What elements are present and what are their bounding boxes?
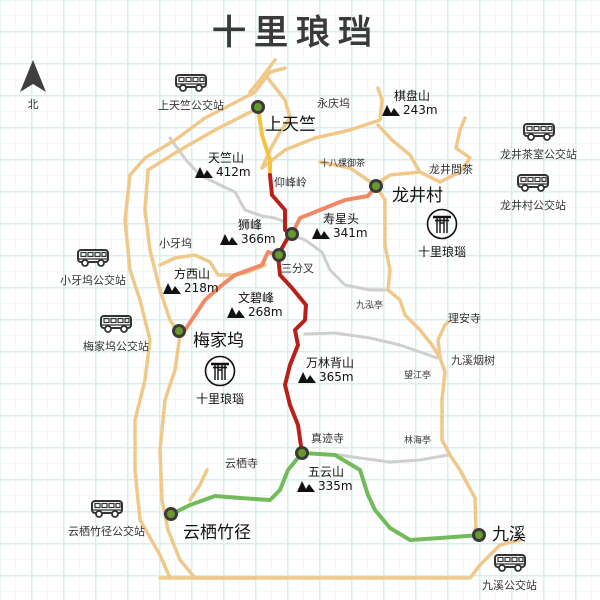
peak-height: 366m xyxy=(241,231,276,246)
place-yongqingwu: 永庆坞 xyxy=(317,97,350,110)
torii-gate-icon xyxy=(204,355,236,387)
peak-height: 341m xyxy=(333,225,368,240)
place-shibakeyucha: 十八棵御茶 xyxy=(320,159,366,169)
peak-shouxingtou: 寿星头 341m xyxy=(312,212,368,241)
mountain-icon xyxy=(227,307,245,319)
mountain-icon xyxy=(297,481,315,493)
peak-height: 268m xyxy=(248,304,283,319)
bus-stop-longjingcun[interactable]: 龙井村公交站 xyxy=(500,174,566,213)
peak-wuyunshan: 五云山 335m xyxy=(297,465,353,494)
bus-stop-meijiawu[interactable]: 梅家坞公交站 xyxy=(83,315,149,354)
peak-height: 335m xyxy=(318,478,353,493)
peak-name: 狮峰 xyxy=(238,218,263,232)
bus-stop-label: 龙井村公交站 xyxy=(500,199,566,212)
node-meijiawu[interactable] xyxy=(172,324,186,338)
place-liansi: 理安寺 xyxy=(448,312,481,325)
landmark-label: 十里琅瑙 xyxy=(418,245,467,259)
peak-wanlinbeishan: 万林背山 365m xyxy=(298,356,355,385)
peak-wenbifeng: 文碧峰 268m xyxy=(227,291,283,320)
compass-label: 北 xyxy=(27,98,39,111)
bus-icon xyxy=(517,174,549,192)
node-shangtianzhu[interactable] xyxy=(251,100,265,114)
trailhead-shangtianzhu[interactable]: 上天竺 xyxy=(265,115,316,135)
trail-salmon-meijiawu xyxy=(183,250,280,332)
peak-tianzhushan: 天竺山 412m xyxy=(195,151,251,180)
peak-shifeng: 狮峰 366m xyxy=(220,218,276,247)
trail-green-jiuxi xyxy=(300,451,482,542)
node-sanfencha[interactable] xyxy=(272,248,286,262)
junction-zhenjisi: 真迹寺 xyxy=(311,432,344,445)
landmark-gate-meijiawu: 十里琅瑙 xyxy=(196,355,244,407)
mountain-icon xyxy=(312,228,330,240)
bus-stop-label: 九溪公交站 xyxy=(482,579,537,592)
peak-name: 棋盘山 xyxy=(394,89,431,103)
node-shoux-junction[interactable] xyxy=(285,227,299,241)
mountain-icon xyxy=(163,283,181,295)
landmark-label: 十里琅瑙 xyxy=(196,392,245,406)
bus-stop-yunqizhujing[interactable]: 云栖竹径公交站 xyxy=(68,500,145,539)
bus-stop-shangtianzhu[interactable]: 上天竺公交站 xyxy=(158,74,224,113)
place-yunqisi: 云栖寺 xyxy=(225,457,258,470)
peak-fangxishan: 方西山 218m xyxy=(163,267,219,296)
bus-stop-label: 云栖竹径公交站 xyxy=(68,525,145,538)
bus-icon xyxy=(90,500,123,518)
node-zhenjisi[interactable] xyxy=(295,446,309,460)
place-yangfengling: 仰峰岭 xyxy=(274,176,307,189)
trailhead-longjingcun[interactable]: 龙井村 xyxy=(392,186,443,206)
trail-yellow xyxy=(256,105,272,177)
node-yunqizhujing[interactable] xyxy=(164,507,178,521)
place-linhaiting: 林海亭 xyxy=(404,436,432,446)
place-wangjiangting: 望江亭 xyxy=(404,371,432,381)
bus-stop-jiuxi[interactable]: 九溪公交站 xyxy=(482,554,537,593)
bus-icon xyxy=(100,315,132,333)
peak-name: 五云山 xyxy=(308,465,345,479)
place-jiuxiyanshu: 九溪烟树 xyxy=(451,354,495,367)
bus-icon xyxy=(493,554,526,572)
peak-name: 天竺山 xyxy=(208,151,245,165)
torii-gate-icon xyxy=(426,208,458,240)
bus-stop-label: 小牙坞公交站 xyxy=(60,274,126,287)
trailhead-jiuxi[interactable]: 九溪 xyxy=(492,525,526,545)
bus-stop-xiaoyawu[interactable]: 小牙坞公交站 xyxy=(60,249,126,288)
bus-stop-longjingchashi[interactable]: 龙井茶室公交站 xyxy=(500,123,577,162)
mountain-icon xyxy=(382,105,400,117)
peak-height: 243m xyxy=(403,102,438,117)
bus-icon xyxy=(522,123,555,141)
junction-sanfencha: 三分叉 xyxy=(281,262,314,275)
node-longjingcun[interactable] xyxy=(369,179,383,193)
bus-icon xyxy=(77,249,109,267)
bus-stop-label: 上天竺公交站 xyxy=(158,99,224,112)
trailhead-meijiawu[interactable]: 梅家坞 xyxy=(193,331,244,351)
north-arrow-icon xyxy=(20,60,46,92)
landmark-gate-longjingcun: 十里琅瑙 xyxy=(418,208,466,260)
mountain-icon xyxy=(195,167,213,179)
peak-height: 412m xyxy=(216,164,251,179)
bus-icon xyxy=(175,74,207,92)
peak-name: 方西山 xyxy=(174,267,211,281)
bus-stop-label: 龙井茶室公交站 xyxy=(500,148,577,161)
peak-name: 文碧峰 xyxy=(238,291,275,305)
trailhead-yunqizhujing[interactable]: 云栖竹径 xyxy=(183,523,251,543)
place-longjingwencha: 龙井問茶 xyxy=(429,163,473,176)
place-xiaoyawu: 小牙坞 xyxy=(159,237,192,250)
trail-salmon-longjing xyxy=(290,184,378,236)
mountain-icon xyxy=(220,234,238,246)
peak-height: 218m xyxy=(184,280,219,295)
bus-stop-label: 梅家坞公交站 xyxy=(83,340,149,353)
peak-height: 365m xyxy=(319,369,354,384)
peak-name: 万林背山 xyxy=(306,356,355,370)
trail-green-yunqi xyxy=(170,451,304,516)
peak-name: 寿星头 xyxy=(323,212,360,226)
peak-qipanshan: 棋盘山 243m xyxy=(382,89,438,118)
compass: 北 xyxy=(18,60,48,112)
node-jiuxi[interactable] xyxy=(472,528,486,542)
mountain-icon xyxy=(298,372,316,384)
map-title: 十里琅珰 xyxy=(212,13,380,53)
place-jiuhongting: 九泓亭 xyxy=(356,301,384,311)
